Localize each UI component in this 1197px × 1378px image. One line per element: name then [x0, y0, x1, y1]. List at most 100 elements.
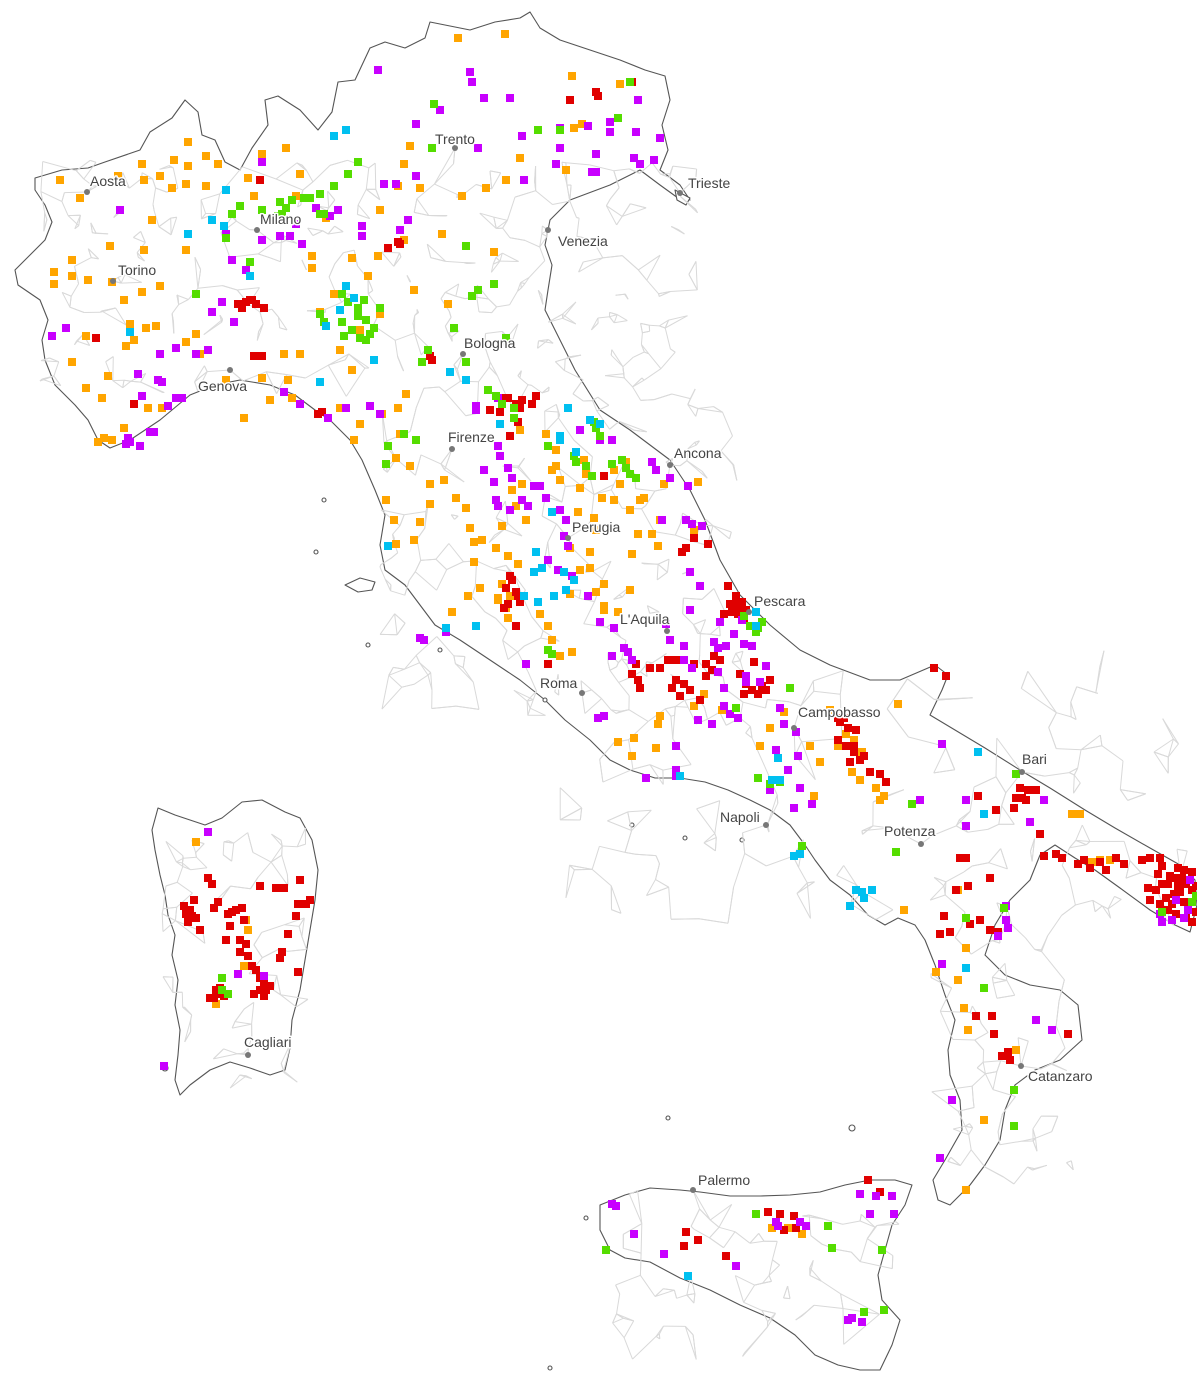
- orange-marker: [56, 176, 64, 184]
- road-segment: [709, 625, 720, 635]
- orange-marker: [592, 526, 600, 534]
- road-segment: [248, 303, 261, 313]
- green-marker: [236, 202, 244, 210]
- road-segment: [493, 216, 508, 221]
- road-segment: [703, 837, 717, 844]
- road-segment: [578, 590, 582, 599]
- red-marker: [986, 874, 994, 882]
- purple-marker: [116, 206, 124, 214]
- city-dots: [84, 145, 1025, 1193]
- orange-marker: [504, 552, 512, 560]
- red-marker: [236, 948, 244, 956]
- road-segment: [177, 295, 189, 300]
- road-segment: [345, 367, 366, 397]
- road-segment: [430, 257, 446, 262]
- road-segment: [712, 525, 732, 533]
- road-segment: [270, 845, 283, 863]
- city-label-perugia: Perugia: [572, 519, 620, 535]
- road-segment: [491, 306, 497, 313]
- road-segment: [399, 252, 402, 258]
- road-segment: [572, 379, 584, 395]
- road-segment: [484, 345, 489, 356]
- road-segment: [679, 512, 684, 524]
- purple-marker: [784, 766, 792, 774]
- road-segment: [196, 856, 208, 869]
- road-segment: [182, 1007, 193, 1016]
- road-segment: [406, 275, 411, 283]
- orange-marker: [182, 246, 190, 254]
- road-segment: [539, 233, 543, 248]
- orange-marker: [600, 606, 608, 614]
- purple-marker: [492, 496, 500, 504]
- orange-marker: [872, 784, 880, 792]
- purple-marker: [962, 822, 970, 830]
- road-segment: [812, 680, 815, 692]
- road-segment: [133, 237, 146, 243]
- road-segment: [1077, 749, 1082, 769]
- purple-marker: [146, 428, 154, 436]
- orange-marker: [586, 564, 594, 572]
- road-segment: [491, 172, 502, 190]
- road-segment: [534, 166, 537, 182]
- orange-marker: [516, 154, 524, 162]
- road-segment: [980, 1023, 989, 1033]
- road-segment: [655, 879, 669, 888]
- road-segment: [611, 709, 621, 712]
- orange-marker: [576, 484, 584, 492]
- purple-marker: [994, 932, 1002, 940]
- green-marker: [356, 334, 364, 342]
- orange-marker: [616, 480, 624, 488]
- road-segment: [796, 882, 808, 894]
- green-marker: [502, 334, 510, 342]
- orange-marker: [130, 336, 138, 344]
- orange-marker: [626, 506, 634, 514]
- road-segment: [813, 670, 844, 682]
- purple-marker: [688, 520, 696, 528]
- cyan-marker: [342, 282, 350, 290]
- road-segment: [266, 371, 287, 376]
- road-segment: [645, 490, 656, 507]
- purple-marker: [962, 796, 970, 804]
- green-marker: [282, 204, 290, 212]
- road-segment: [886, 708, 909, 738]
- road-segment: [674, 706, 676, 716]
- cyan-marker: [560, 568, 568, 576]
- road-segment: [886, 678, 908, 710]
- purple-marker: [698, 522, 706, 530]
- road-segment: [953, 1125, 966, 1130]
- road-segment: [696, 808, 716, 834]
- purple-marker: [496, 452, 504, 460]
- purple-marker: [280, 388, 288, 396]
- red-marker: [736, 670, 744, 678]
- purple-marker: [774, 1222, 782, 1230]
- red-marker: [930, 664, 938, 672]
- road-segment: [61, 292, 71, 308]
- road-segment: [745, 726, 751, 734]
- road-segment: [547, 523, 557, 543]
- road-segment: [842, 1308, 845, 1345]
- purple-marker: [592, 150, 600, 158]
- purple-marker: [342, 404, 350, 412]
- orange-marker: [476, 584, 484, 592]
- road-segment: [569, 200, 577, 218]
- orange-marker: [448, 608, 456, 616]
- green-marker: [344, 170, 352, 178]
- road-segment: [367, 290, 374, 295]
- road-segment: [637, 1190, 643, 1224]
- road-segment: [307, 227, 314, 236]
- red-marker: [514, 592, 522, 600]
- red-marker: [1188, 918, 1196, 926]
- orange-marker: [616, 80, 624, 88]
- road-segment: [140, 231, 146, 243]
- purple-marker: [258, 158, 266, 166]
- road-segment: [1070, 1160, 1074, 1170]
- red-marker: [532, 392, 540, 400]
- road-segment: [565, 162, 590, 166]
- road-segment: [939, 987, 953, 1012]
- road-segment: [583, 623, 607, 628]
- road-segment: [528, 260, 546, 278]
- road-segment: [388, 674, 403, 688]
- road-segment: [281, 845, 283, 856]
- road-segment: [1068, 767, 1078, 774]
- red-marker: [710, 652, 718, 660]
